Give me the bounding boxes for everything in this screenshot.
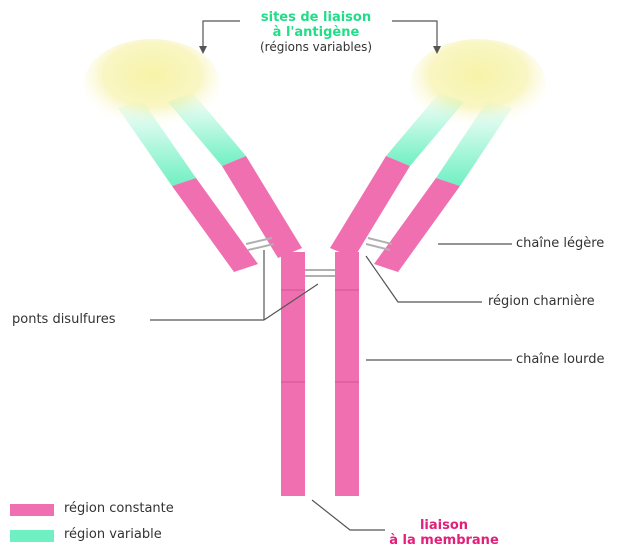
membrane-line2: à la membrane xyxy=(388,533,500,548)
disulfide-bridges xyxy=(246,238,392,276)
disulfide-bridges-label: ponts disulfures xyxy=(12,312,116,327)
antigen-binding-site-label: sites de liaison à l'antigène (régions v… xyxy=(240,10,392,55)
light-chain-label: chaîne légère xyxy=(516,236,604,251)
antigen-site-line3: (régions variables) xyxy=(240,40,392,55)
legend-constant-swatch xyxy=(10,504,54,516)
left-heavy-chain-stem xyxy=(281,252,305,496)
right-heavy-chain-stem xyxy=(335,252,359,496)
hinge-region-label: région charnière xyxy=(488,294,595,309)
legend-constant-label: région constante xyxy=(64,501,174,516)
antigen-site-line2: à l'antigène xyxy=(240,25,392,40)
membrane-line1: liaison xyxy=(388,518,500,533)
legend-variable-swatch xyxy=(10,530,54,542)
heavy-chain-label: chaîne lourde xyxy=(516,352,605,367)
antigen-site-line1: sites de liaison xyxy=(240,10,392,25)
membrane-binding-label: liaison à la membrane xyxy=(388,518,500,548)
legend-variable-label: région variable xyxy=(64,527,162,542)
